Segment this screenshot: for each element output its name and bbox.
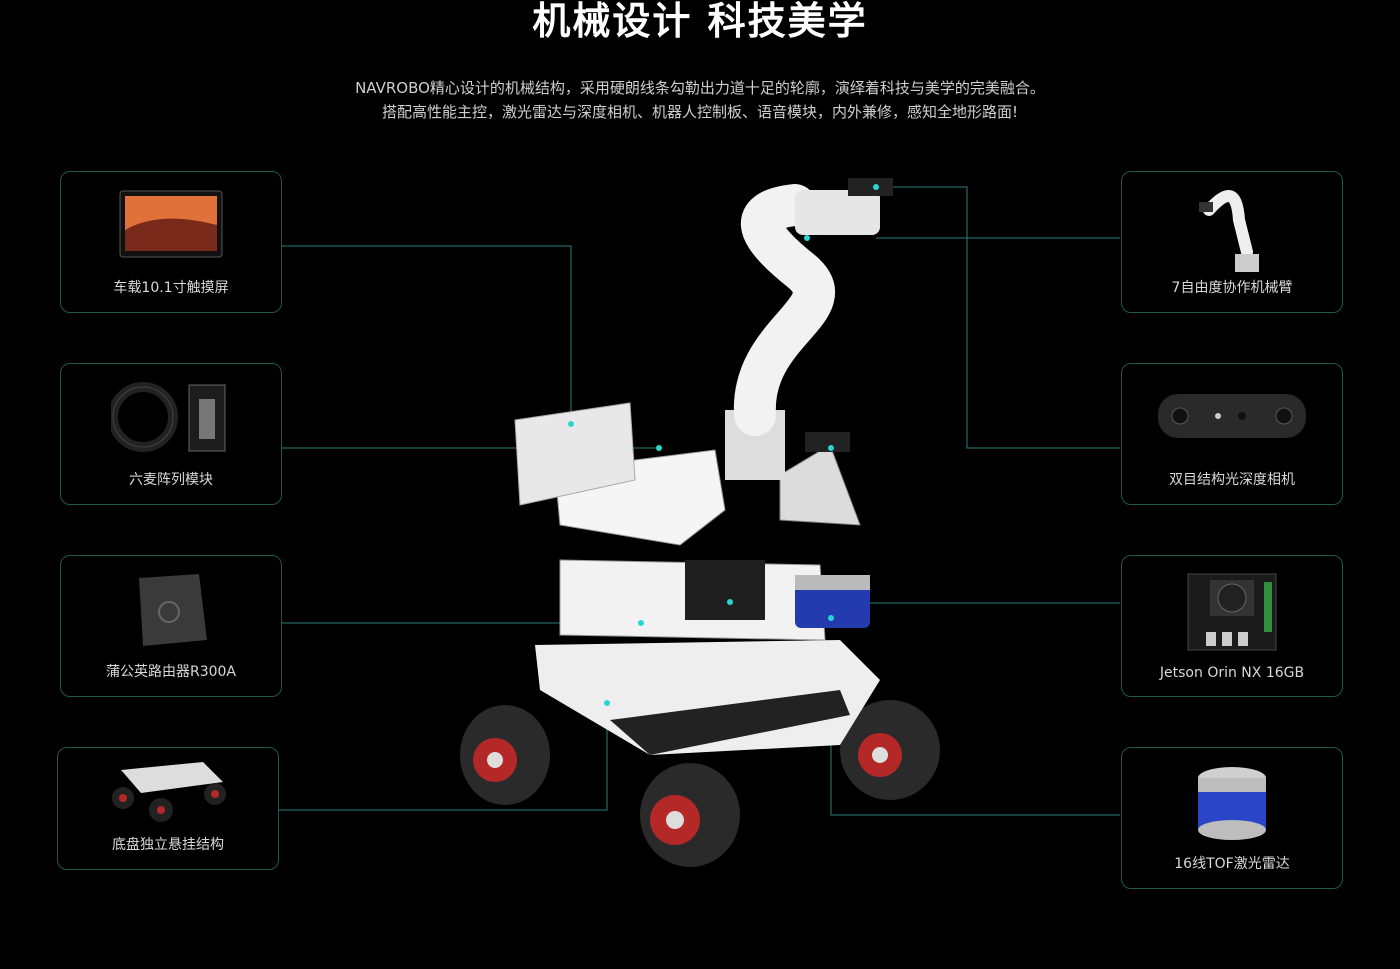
subtitle-line-2: 搭配高性能主控，激光雷达与深度相机、机器人控制板、语音模块，内外兼修，感知全地形… <box>381 103 1019 121</box>
mic-array-icon <box>111 382 226 452</box>
jetson-board-icon <box>1187 573 1277 651</box>
feature-card-router: 蒲公英路由器R300A <box>60 555 282 697</box>
feature-label: 蒲公英路由器R300A <box>105 664 237 680</box>
feature-label: 六麦阵列模块 <box>129 472 213 488</box>
feature-card-chassis: 底盘独立悬挂结构 <box>57 747 279 870</box>
feature-card-lidar: 16线TOF激光雷达 <box>1121 747 1343 889</box>
feature-label: 双目结构光深度相机 <box>1169 472 1295 488</box>
feature-label: Jetson Orin NX 16GB <box>1159 665 1305 681</box>
feature-card-robot-arm: 7自由度协作机械臂 <box>1121 171 1343 313</box>
feature-label: 7自由度协作机械臂 <box>1171 280 1293 296</box>
robot-illustration <box>460 178 940 867</box>
depth-camera-icon <box>1158 394 1306 438</box>
page-title: 机械设计 科技美学 <box>532 0 868 43</box>
feature-label: 底盘独立悬挂结构 <box>112 837 224 853</box>
router-icon <box>139 574 207 646</box>
subtitle-line-1: NAVROBO精心设计的机械结构，采用硬朗线条勾勒出力道十足的轮廓，演绎着科技与… <box>355 79 1045 97</box>
feature-label: 车载10.1寸触摸屏 <box>113 280 229 296</box>
feature-card-jetson: Jetson Orin NX 16GB <box>1121 555 1343 697</box>
chassis-icon <box>112 762 226 822</box>
wheel-icon <box>460 700 940 867</box>
touchscreen-icon <box>119 190 223 258</box>
feature-card-depth-camera: 双目结构光深度相机 <box>1121 363 1343 505</box>
feature-label: 16线TOF激光雷达 <box>1174 856 1290 872</box>
feature-card-touchscreen: 车载10.1寸触摸屏 <box>60 171 282 313</box>
lidar-icon <box>1198 767 1266 840</box>
feature-card-mic-array: 六麦阵列模块 <box>60 363 282 505</box>
robot-arm-icon <box>1199 190 1259 272</box>
